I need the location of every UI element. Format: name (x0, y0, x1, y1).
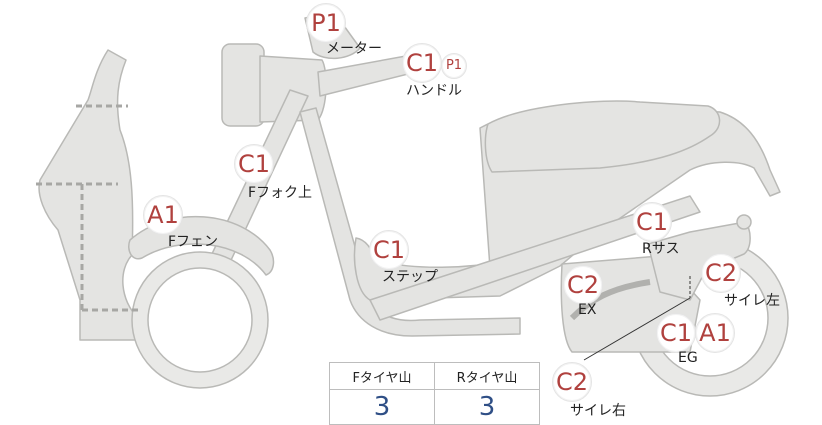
fender-label: Fフェン (168, 234, 219, 250)
exhaust-pipe (569, 279, 651, 321)
rear-tire-header: Rタイヤ山 (434, 362, 540, 390)
step-badge-c1: C1 (369, 230, 409, 270)
frame-tail (369, 195, 701, 321)
exhaust-badge-c2: C2 (563, 265, 603, 305)
muffler-left-label: サイレ左 (724, 293, 780, 309)
engine-badge-a1: A1 (695, 313, 735, 353)
fender-badge-a1: A1 (143, 195, 183, 235)
handle-label: ハンドル (406, 83, 462, 99)
headlight (221, 43, 265, 127)
leader-saireigi (583, 297, 691, 361)
meter-label: メーター (326, 41, 382, 57)
rsus-label: Rサス (642, 241, 680, 257)
rear-tire-value: 3 (434, 389, 540, 425)
handle-badge-c1: C1 (402, 43, 442, 83)
fork-badge-c1: C1 (234, 144, 274, 184)
muffler-left-badge-c2: C2 (701, 253, 741, 293)
engine-badge-c1: C1 (656, 313, 696, 353)
tire-tread-table: Fタイヤ山 Rタイヤ山 3 3 (329, 362, 540, 425)
seat (484, 100, 721, 173)
front-shield (38, 49, 139, 341)
muffler-right-badge-c2: C2 (552, 362, 592, 402)
front-tire-header: Fタイヤ山 (329, 362, 435, 390)
fork-label: Fフォク上 (248, 185, 313, 201)
rsus-badge-c1: C1 (632, 202, 672, 242)
exhaust-label: EX (578, 302, 597, 318)
meter-badge-p1: P1 (306, 3, 346, 43)
muffler-right-label: サイレ右 (570, 403, 626, 419)
step-label: ステップ (382, 269, 438, 285)
front-tire-value: 3 (329, 389, 435, 425)
handle-badge-p1: P1 (441, 53, 467, 79)
engine-label: EG (678, 350, 698, 366)
